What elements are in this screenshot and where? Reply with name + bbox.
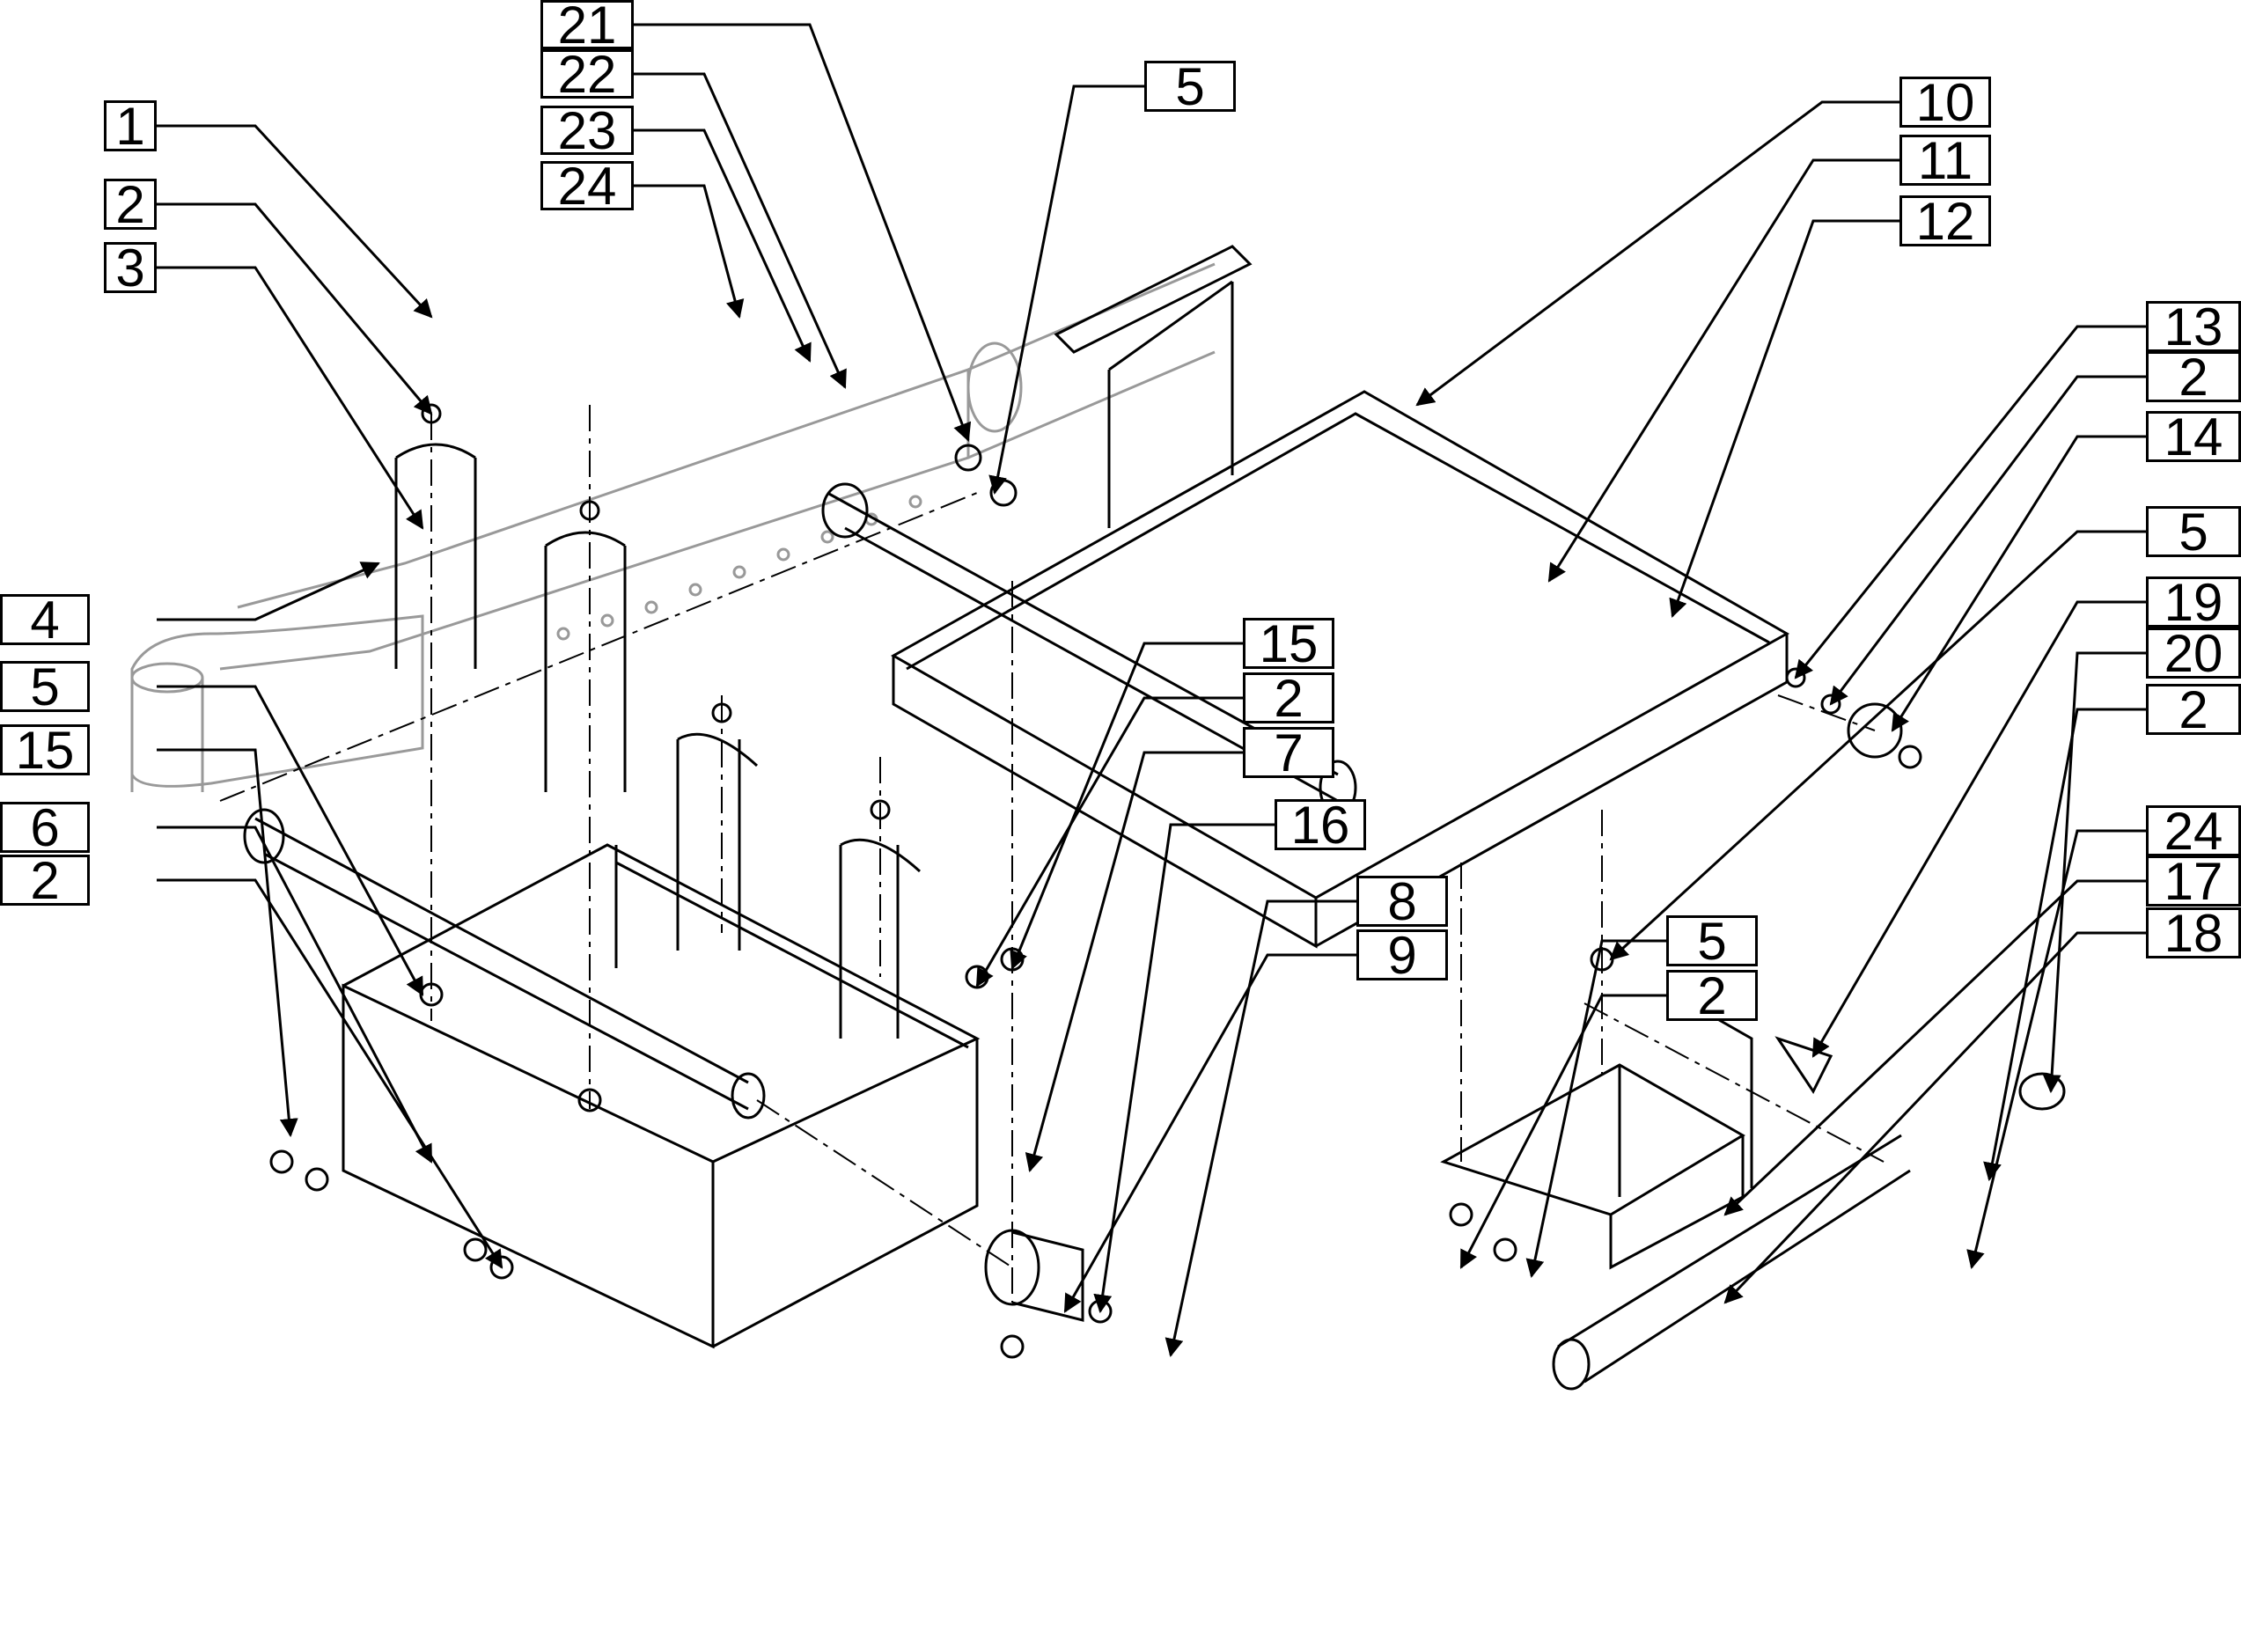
callout-2: 2 [104,175,157,234]
callout-17: 17 [2146,852,2241,911]
callout-5: 5 [1666,912,1758,971]
callout-9: 9 [1356,926,1448,985]
callout-20: 20 [2146,624,2241,683]
callout-22: 22 [540,45,634,104]
callout-7: 7 [1243,723,1334,782]
callout-5: 5 [1144,57,1236,116]
callout-2: 2 [2146,680,2241,739]
callout-11: 11 [1899,131,1991,190]
chair-frame-reference [130,262,1216,792]
assembly-line-art [243,245,2066,1391]
callout-2: 2 [1666,966,1758,1025]
leader-lines [157,23,2146,1358]
callout-16: 16 [1275,796,1366,855]
callout-2: 2 [0,851,90,910]
callout-1: 1 [104,97,157,156]
callout-24: 24 [2146,802,2241,861]
callout-10: 10 [1899,73,1991,132]
callout-18: 18 [2146,904,2241,963]
callout-14: 14 [2146,407,2241,466]
callout-5: 5 [0,657,90,716]
callout-23: 23 [540,101,634,160]
callout-5: 5 [2146,503,2241,562]
callout-2: 2 [2146,348,2241,407]
callout-3: 3 [104,239,157,297]
callout-13: 13 [2146,297,2241,356]
callout-21: 21 [540,0,634,55]
callout-15: 15 [0,721,90,780]
alignment-lines [219,405,1885,1303]
callout-6: 6 [0,798,90,857]
callout-4: 4 [0,591,90,650]
callout-12: 12 [1899,192,1991,251]
callout-24: 24 [540,157,634,216]
callout-15: 15 [1243,614,1334,673]
callout-2: 2 [1243,669,1334,728]
callout-19: 19 [2146,573,2241,632]
hardware-markers [269,403,1922,1359]
callout-8: 8 [1356,872,1448,931]
